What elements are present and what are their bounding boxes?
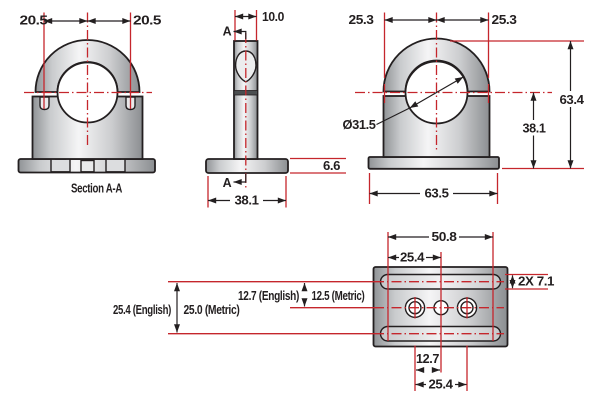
dim-label-width: 10.0 [262, 10, 284, 24]
dim-label-height-total: 63.4 [560, 93, 584, 107]
section-cut-marker-bottom [233, 173, 247, 185]
dim-label-left-offset: 25.3 [349, 13, 374, 27]
dim-label-hole-half-span: 12.7 [416, 352, 439, 366]
dim-label-right-offset: 25.3 [492, 13, 517, 27]
section-center-key [80, 159, 95, 173]
dim-label-slot-span: 50.8 [432, 230, 457, 244]
view-base-plate: 50.8 25.4 2X 7.1 12.7 (English) 12.5 (Me… [113, 230, 555, 392]
section-caption: Section A-A [71, 182, 122, 196]
dim-label-height-center: 38.1 [523, 122, 546, 136]
bore-diameter-arrow [409, 76, 464, 109]
dim-label-span-english: 25.4 (English) [113, 303, 171, 317]
bore-leader-line [376, 107, 410, 126]
front-base-flange [367, 156, 500, 170]
dim-label-hole-span: 25.4 [429, 378, 453, 392]
view-section-aa: 20.5 20.5 Section A-A [17, 12, 162, 196]
dim-label-flange-width: 38.1 [235, 194, 259, 208]
section-letter-top: A [223, 25, 232, 39]
section-letter-bottom: A [223, 176, 232, 190]
section-stud-right-collar [105, 158, 126, 173]
view-side: 10.0 A A 6.6 38.1 [205, 10, 346, 208]
section-cut-marker-top [233, 28, 247, 39]
side-base-flange [205, 158, 289, 174]
dim-label-bore: Ø31.5 [343, 118, 376, 132]
dim-label-offset-english: 12.7 (English) [238, 289, 299, 303]
dim-label-flange-thickness: 6.6 [323, 159, 340, 173]
view-front: 25.3 25.3 Ø31.5 63.4 38.1 63.5 [343, 12, 584, 204]
dim-label-span-metric: 25.0 (Metric) [184, 303, 240, 317]
dim-label-offset-metric: 12.5 (Metric) [312, 289, 365, 303]
dim-label-right-offset: 20.5 [133, 14, 162, 28]
dim-label-slot-width: 2X 7.1 [518, 275, 554, 289]
section-stud-left-collar [50, 158, 71, 173]
dim-label-base-width: 63.5 [425, 187, 449, 201]
dim-label-left-offset: 20.5 [20, 14, 49, 28]
dim-label-slot-half-span: 25.4 [400, 251, 424, 265]
